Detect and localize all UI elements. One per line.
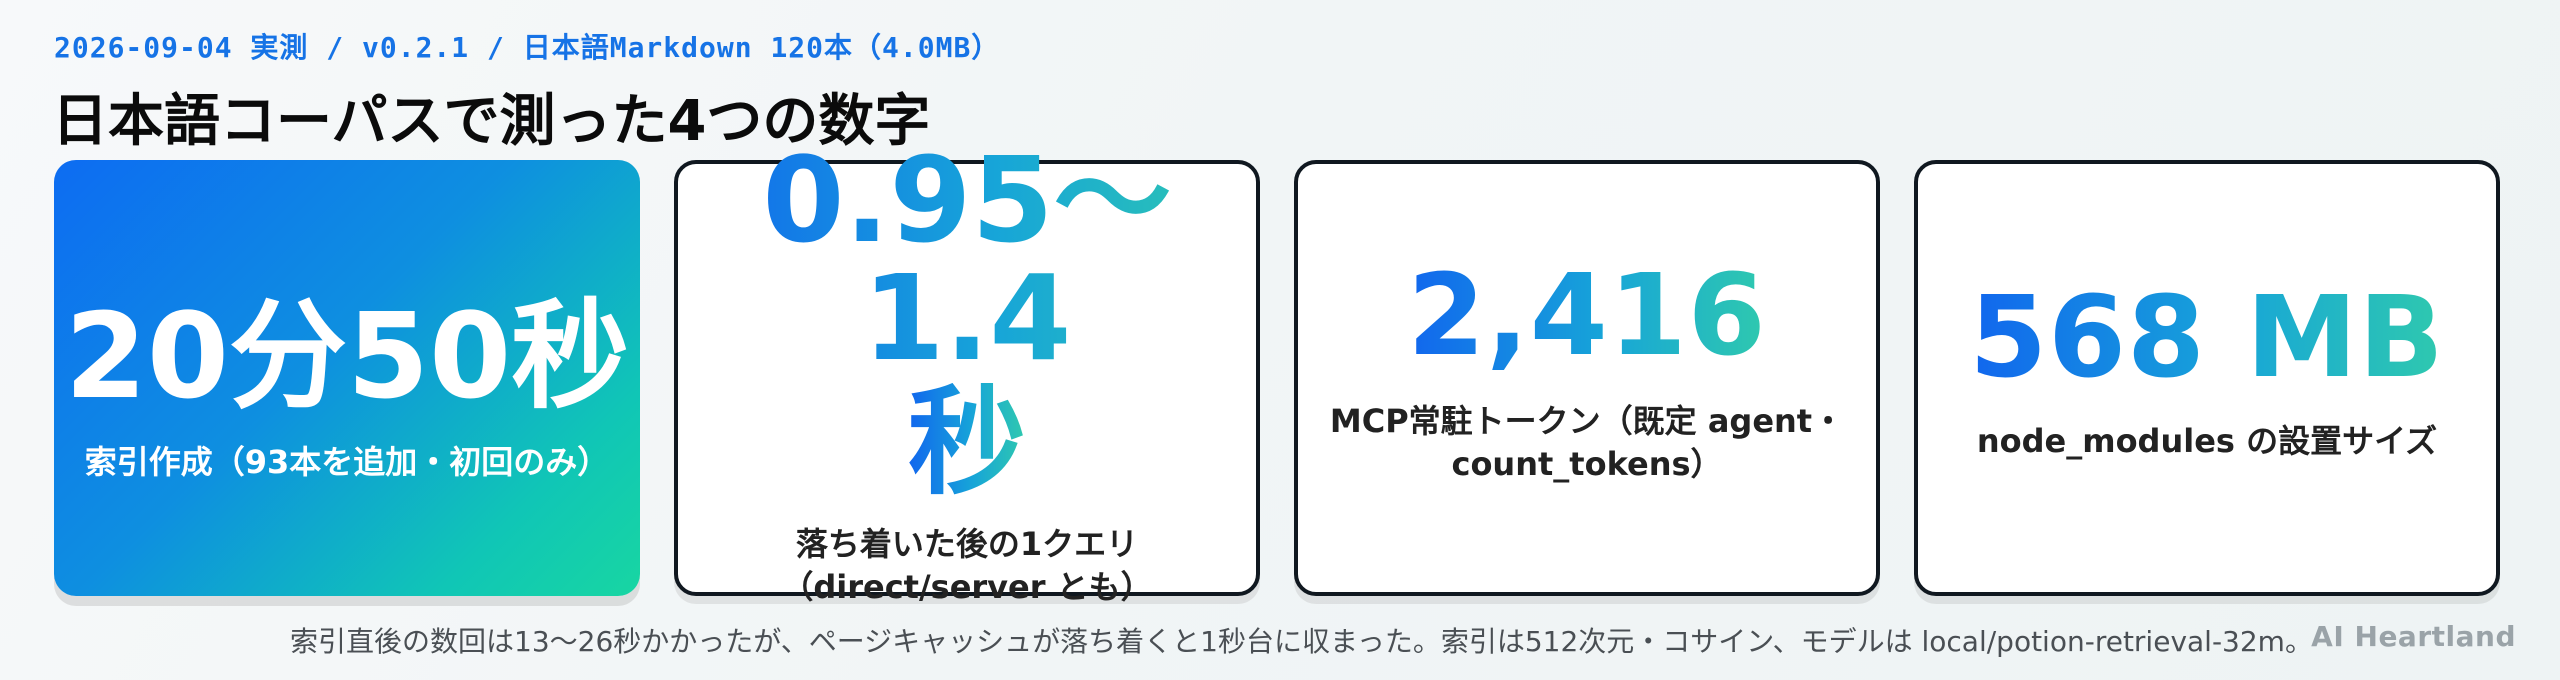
metric-caption-line-1: MCP常駐トークン（既定 agent・	[1329, 401, 1845, 440]
metric-caption: 索引作成（93本を追加・初回のみ）	[84, 443, 610, 482]
metric-card-query-latency: 0.95〜1.4 秒 落ち着いた後の1クエリ （direct/server とも…	[674, 141, 1260, 606]
header-kicker: 2026-09-04 実測 / v0.2.1 / 日本語Markdown 120…	[54, 31, 1001, 64]
metric-caption: 落ち着いた後の1クエリ （direct/server とも）	[781, 523, 1152, 609]
metric-caption: node_modules の設置サイズ	[1976, 422, 2438, 461]
metric-card-install-size: 568 MB node_modules の設置サイズ	[1914, 160, 2500, 596]
metric-value: 2,416	[1407, 250, 1767, 381]
metric-value: 568 MB	[1969, 273, 2445, 404]
metric-value-unit: 秒	[907, 372, 1026, 511]
footnote: 索引直後の数回は13〜26秒かかったが、ページキャッシュが落ち着くと1秒台に収ま…	[290, 625, 2313, 658]
metric-cards: 20分50秒 索引作成（93本を追加・初回のみ） 0.95〜1.4 秒 落ち着い…	[54, 141, 2506, 606]
metric-caption-line-2: （direct/server とも）	[781, 568, 1153, 606]
metric-card-indexing-time: 20分50秒 索引作成（93本を追加・初回のみ）	[54, 160, 640, 596]
brand-logo: AI Heartland	[2311, 620, 2516, 653]
metric-card-mcp-tokens: 2,416 MCP常駐トークン（既定 agent・ count_tokens）	[1294, 160, 1880, 596]
metric-caption: MCP常駐トークン（既定 agent・ count_tokens）	[1330, 400, 1844, 486]
metric-value: 20分50秒	[64, 287, 630, 426]
metric-value: 0.95〜1.4	[678, 141, 1256, 377]
metric-caption-line-2: count_tokens）	[1451, 445, 1723, 483]
metric-caption-line-1: 落ち着いた後の1クエリ	[795, 524, 1139, 563]
page-title: 日本語コーパスで測った4つの数字	[52, 89, 931, 154]
